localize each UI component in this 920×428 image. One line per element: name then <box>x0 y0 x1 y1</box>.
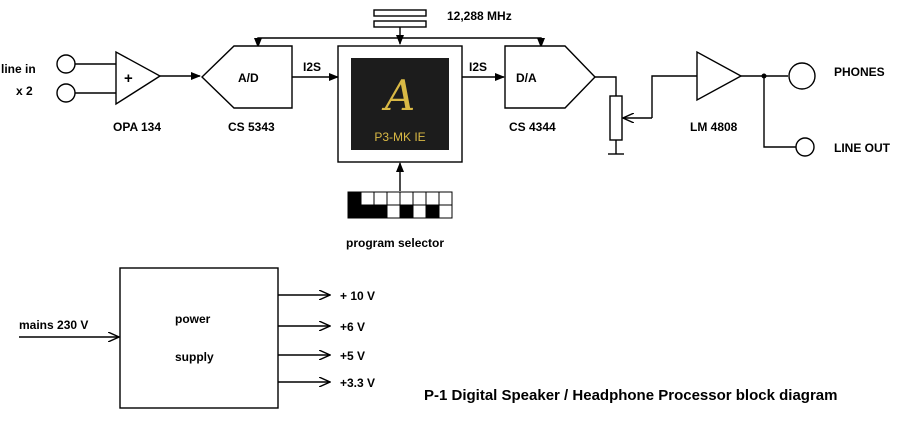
dac-block <box>504 45 596 109</box>
input-jack-2 <box>56 83 76 103</box>
volume-potentiometer <box>595 75 697 155</box>
selector-cell[interactable] <box>425 204 440 219</box>
input-jacks <box>56 54 116 103</box>
selector-cell[interactable] <box>412 204 427 219</box>
selector-cell[interactable] <box>360 191 375 206</box>
input-label-1: line in <box>1 62 36 76</box>
selector-cell[interactable] <box>399 191 414 206</box>
power-label-1: power <box>175 312 211 326</box>
opamp <box>115 50 201 106</box>
rail-10v: + 10 V <box>340 289 375 303</box>
line-out-jack <box>795 137 815 157</box>
crystal <box>373 9 427 45</box>
power-label-2: supply <box>175 350 214 364</box>
selector-cell[interactable] <box>386 204 401 219</box>
diagram-title: P-1 Digital Speaker / Headphone Processo… <box>424 387 837 404</box>
phones-jack <box>788 62 816 90</box>
dsp-chip <box>337 45 463 163</box>
selector-cell[interactable] <box>412 191 427 206</box>
dsp-name: P3-MK IE <box>374 130 425 144</box>
selector-cell[interactable] <box>373 204 388 219</box>
dsp-chip-face <box>351 58 449 150</box>
selector-cell[interactable] <box>347 191 362 206</box>
selector-cell[interactable] <box>399 204 414 219</box>
power-supply-box <box>119 267 279 409</box>
rail-6v: +6 V <box>340 320 365 334</box>
phones-label: PHONES <box>834 65 885 79</box>
i2s-out-label: I2S <box>469 60 487 74</box>
adc-part: CS 5343 <box>228 120 275 134</box>
opamp-symbol: + <box>124 70 133 87</box>
line-out-label: LINE OUT <box>834 141 891 155</box>
opamp-part: OPA 134 <box>113 120 161 134</box>
program-selector-switch[interactable] <box>347 191 453 219</box>
mains-label: mains 230 V <box>19 318 88 332</box>
i2s-in-label: I2S <box>303 60 321 74</box>
selector-cell[interactable] <box>438 191 453 206</box>
dsp-logo: A <box>381 71 415 120</box>
crystal-frequency: 12,288 MHz <box>447 9 512 23</box>
selector-cell[interactable] <box>438 204 453 219</box>
dac-part: CS 4344 <box>509 120 556 134</box>
headphone-amp-part: LM 4808 <box>690 120 738 134</box>
selector-label: program selector <box>346 236 444 250</box>
rail-3v3: +3.3 V <box>340 376 375 390</box>
selector-cell[interactable] <box>373 191 388 206</box>
input-label-2: x 2 <box>16 84 33 98</box>
selector-cell[interactable] <box>386 191 401 206</box>
selector-cell[interactable] <box>360 204 375 219</box>
rail-5v: +5 V <box>340 349 365 363</box>
input-jack-1 <box>56 54 76 74</box>
selector-cell[interactable] <box>425 191 440 206</box>
power-rails <box>278 295 330 382</box>
adc-label: A/D <box>238 71 259 85</box>
selector-cell[interactable] <box>347 204 362 219</box>
dac-label: D/A <box>516 71 537 85</box>
headphone-amp <box>696 50 796 148</box>
